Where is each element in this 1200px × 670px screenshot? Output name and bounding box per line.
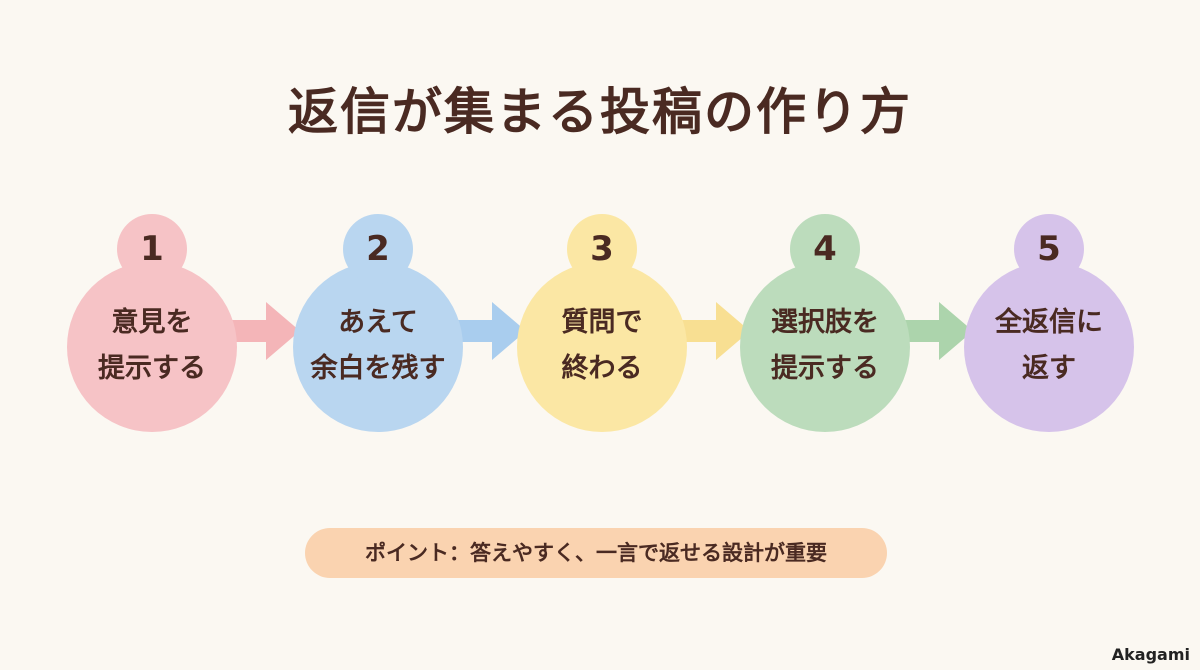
step-5-line2: 返す (1022, 353, 1076, 384)
step-4-line1: 選択肢を (771, 307, 879, 338)
brand-watermark: Akagami (1111, 645, 1190, 664)
step-3-number-badge: 3 (567, 214, 637, 284)
step-1-circle: 意見を 提示する (67, 262, 237, 432)
arrow-3-shape (672, 302, 750, 360)
step-4: 選択肢を 提示する 4 (740, 0, 910, 440)
arrow-1-to-2 (222, 302, 300, 360)
step-2-line2: 余白を残す (310, 353, 446, 384)
step-1-label: 意見を 提示する (67, 300, 237, 392)
arrow-2-shape (448, 302, 526, 360)
step-2: あえて 余白を残す 2 (293, 0, 463, 440)
step-1-line2: 提示する (98, 353, 206, 384)
step-5-circle: 全返信に 返す (964, 262, 1134, 432)
step-3-line2: 終わる (561, 353, 643, 384)
step-1: 意見を 提示する 1 (67, 0, 237, 440)
step-5-label: 全返信に 返す (964, 300, 1134, 392)
step-3-label: 質問で 終わる (517, 300, 687, 392)
step-2-line1: あえて (338, 307, 418, 338)
step-2-label: あえて 余白を残す (293, 300, 463, 392)
arrow-4-shape (895, 302, 973, 360)
arrow-1-shape (222, 302, 300, 360)
process-flow: 意見を 提示する 1 あえて 余白を残す 2 質問で 終わる 3 選択肢を (67, 0, 1134, 440)
step-4-line2: 提示する (771, 353, 879, 384)
step-3-circle: 質問で 終わる (517, 262, 687, 432)
step-4-label: 選択肢を 提示する (740, 300, 910, 392)
step-4-circle: 選択肢を 提示する (740, 262, 910, 432)
step-1-line1: 意見を (111, 307, 193, 338)
arrow-4-to-5 (895, 302, 973, 360)
point-callout: ポイント：答えやすく、一言で返せる設計が重要 (305, 528, 887, 578)
step-2-number-badge: 2 (343, 214, 413, 284)
step-5-line1: 全返信に (995, 307, 1103, 338)
step-2-circle: あえて 余白を残す (293, 262, 463, 432)
arrow-2-to-3 (448, 302, 526, 360)
step-1-number-badge: 1 (117, 214, 187, 284)
step-3: 質問で 終わる 3 (517, 0, 687, 440)
step-5: 全返信に 返す 5 (964, 0, 1134, 440)
page-title: 返信が集まる投稿の作り方 (288, 83, 912, 141)
arrow-3-to-4 (672, 302, 750, 360)
step-4-number-badge: 4 (790, 214, 860, 284)
step-3-line1: 質問で (561, 307, 643, 338)
step-5-number-badge: 5 (1014, 214, 1084, 284)
